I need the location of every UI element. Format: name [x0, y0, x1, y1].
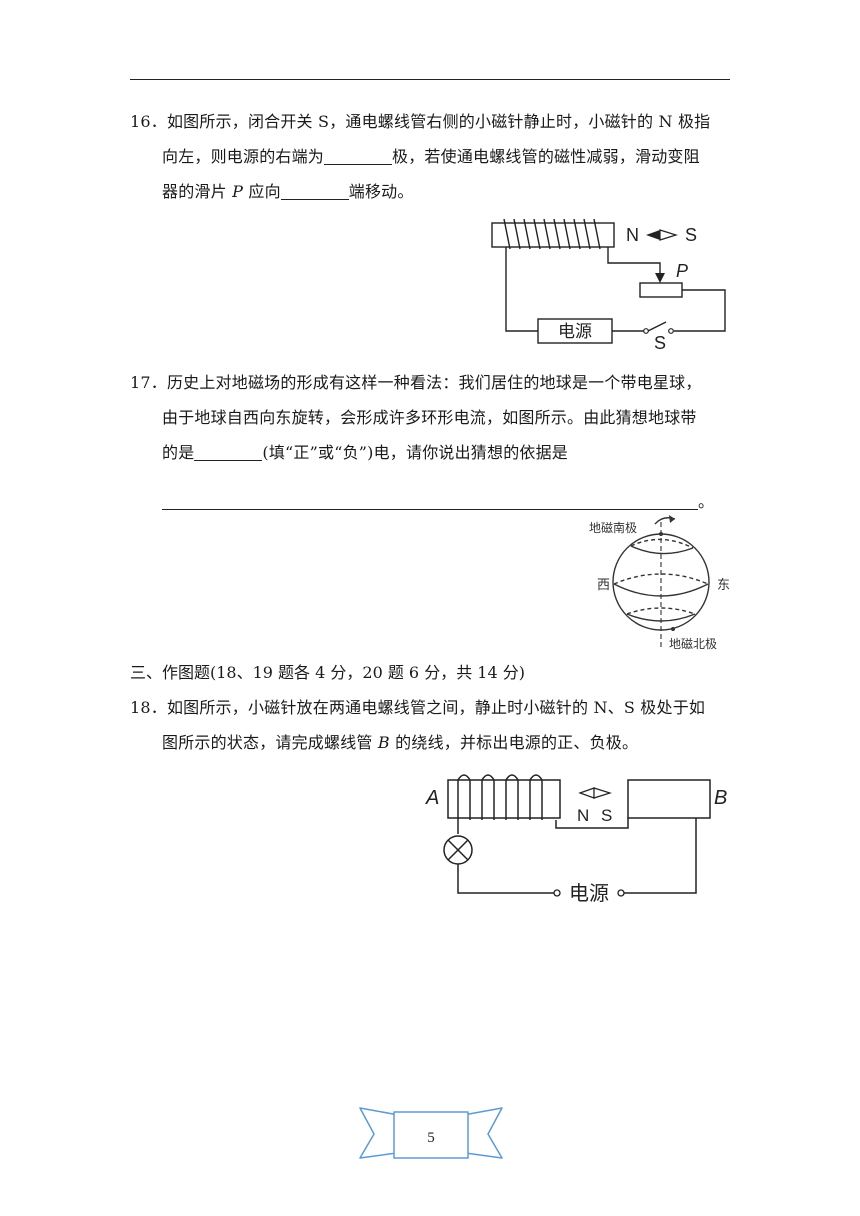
wire-to-slider	[607, 247, 661, 273]
header-rule	[130, 79, 730, 80]
q16-text-3b: 应向	[248, 182, 281, 201]
solenoid-a	[447, 779, 561, 819]
q17-text-3a: 的是	[162, 443, 195, 462]
wire-bottom-right	[624, 818, 697, 894]
slider-arrow-icon	[655, 273, 665, 283]
q16-text-2b: 极，若使通电螺线管的磁性减弱，滑动变阻	[392, 147, 700, 166]
q18-text-2a: 图所示的状态，请完成螺线管	[162, 733, 373, 752]
slider-p-label: P	[676, 261, 688, 281]
rheostat	[639, 282, 683, 298]
answer-blank	[324, 146, 393, 165]
q18-text-2b: 的绕线，并标出电源的正、负极。	[395, 733, 639, 752]
wire-bottom-left	[457, 864, 554, 894]
power-source-label: 电源	[558, 322, 592, 341]
answer-blank-long	[162, 491, 698, 510]
geomagnetic-south-pole-label: 地磁南极	[589, 520, 637, 535]
q17-earth-diagram: 地磁南极 西 东 地磁北极	[589, 515, 730, 651]
solenoid-a-label: A	[425, 787, 439, 809]
q16-circuit-diagram: N S P 电源 S	[491, 218, 726, 353]
switch-label: S	[654, 333, 666, 353]
wire-right	[674, 289, 726, 332]
question-17: 17．历史上对地磁场的形成有这样一种看法：我们居住的地球是一个带电星球， 由于地…	[130, 365, 732, 519]
q16-line-1: 16．如图所示，闭合开关 S，通电螺线管右侧的小磁针静止时，小磁针的 N 极指	[130, 112, 711, 131]
geomagnetic-north-pole-label: 地磁北极	[669, 636, 717, 651]
q17-line-1: 17．历史上对地磁场的形成有这样一种看法：我们居住的地球是一个带电星球，	[130, 373, 702, 392]
question-16: 16．如图所示，闭合开关 S，通电螺线管右侧的小磁针静止时，小磁针的 N 极指 …	[130, 104, 732, 209]
q16-text-2a: 向左，则电源的右端为	[162, 147, 325, 166]
answer-blank	[194, 442, 263, 461]
power-source-label: 电源	[569, 882, 609, 905]
q16-text-3c: 端移动。	[348, 182, 414, 201]
solenoid-coil	[503, 218, 601, 250]
page-number: 5	[427, 1130, 435, 1146]
west-label: 西	[597, 577, 610, 592]
terminal-right-icon	[617, 889, 625, 897]
arrow-head-icon	[669, 515, 675, 523]
q18-line-2: 图所示的状态，请完成螺线管 B 的绕线，并标出电源的正、负极。	[130, 725, 732, 760]
variable-b: B	[377, 733, 390, 752]
page-number-ribbon: 5	[359, 1107, 503, 1159]
q18-line-1: 18．如图所示，小磁针放在两通电螺线管之间，静止时小磁针的 N、S 极处于如	[130, 698, 706, 717]
q17-line-4-end: 。	[698, 492, 715, 511]
terminal-left-icon	[553, 889, 561, 897]
wire-connect	[555, 818, 629, 829]
current-ring	[630, 545, 694, 555]
q17-text-3b: (填“正”或“负”)电，请你说出猜想的依据是	[262, 443, 569, 462]
needle-s-label: S	[685, 225, 697, 245]
switch-contact-icon	[643, 328, 649, 334]
pole-dot-icon	[671, 627, 675, 631]
answer-blank	[280, 181, 349, 200]
lamp-cross	[447, 839, 469, 861]
east-label: 东	[717, 577, 730, 592]
q17-line-2: 由于地球自西向东旋转，会形成许多环形电流，如图所示。由此猜想地球带	[162, 408, 697, 427]
q17-line-4: 。	[130, 484, 732, 519]
ribbon-center	[393, 1111, 469, 1159]
current-ring-back	[630, 538, 694, 549]
equator-ring-back	[613, 573, 709, 585]
q18-solenoids-diagram: A B N S 电源	[425, 774, 727, 905]
section-heading: 三、作图题(18、19 题各 4 分，20 题 6 分，共 14 分)	[130, 663, 525, 682]
q16-text-3a: 器的滑片	[162, 182, 227, 201]
wire-left	[505, 247, 538, 332]
q16-line-3: 器的滑片 P 应向 端移动。	[130, 174, 732, 209]
compass-needle-icon	[578, 787, 613, 799]
q16-line-2: 向左，则电源的右端为 极，若使通电螺线管的磁性减弱，滑动变阻	[130, 139, 732, 174]
needle-s-label: S	[601, 806, 612, 825]
pole-dot-icon	[659, 532, 663, 536]
needle-n-label: N	[577, 806, 589, 825]
compass-needle-icon	[646, 229, 679, 241]
question-18: 18．如图所示，小磁针放在两通电螺线管之间，静止时小磁针的 N、S 极处于如 图…	[130, 690, 732, 760]
solenoid-core	[491, 222, 615, 248]
q17-line-3: 的是 (填“正”或“负”)电，请你说出猜想的依据是	[130, 435, 732, 470]
switch-contact-icon	[668, 328, 674, 334]
solenoid-b-label: B	[714, 787, 727, 809]
switch-lever	[647, 321, 667, 332]
needle-n-label: N	[626, 225, 639, 245]
solenoid-a-coil	[457, 774, 543, 820]
variable-p: P	[232, 182, 244, 201]
solenoid-b	[627, 779, 711, 819]
